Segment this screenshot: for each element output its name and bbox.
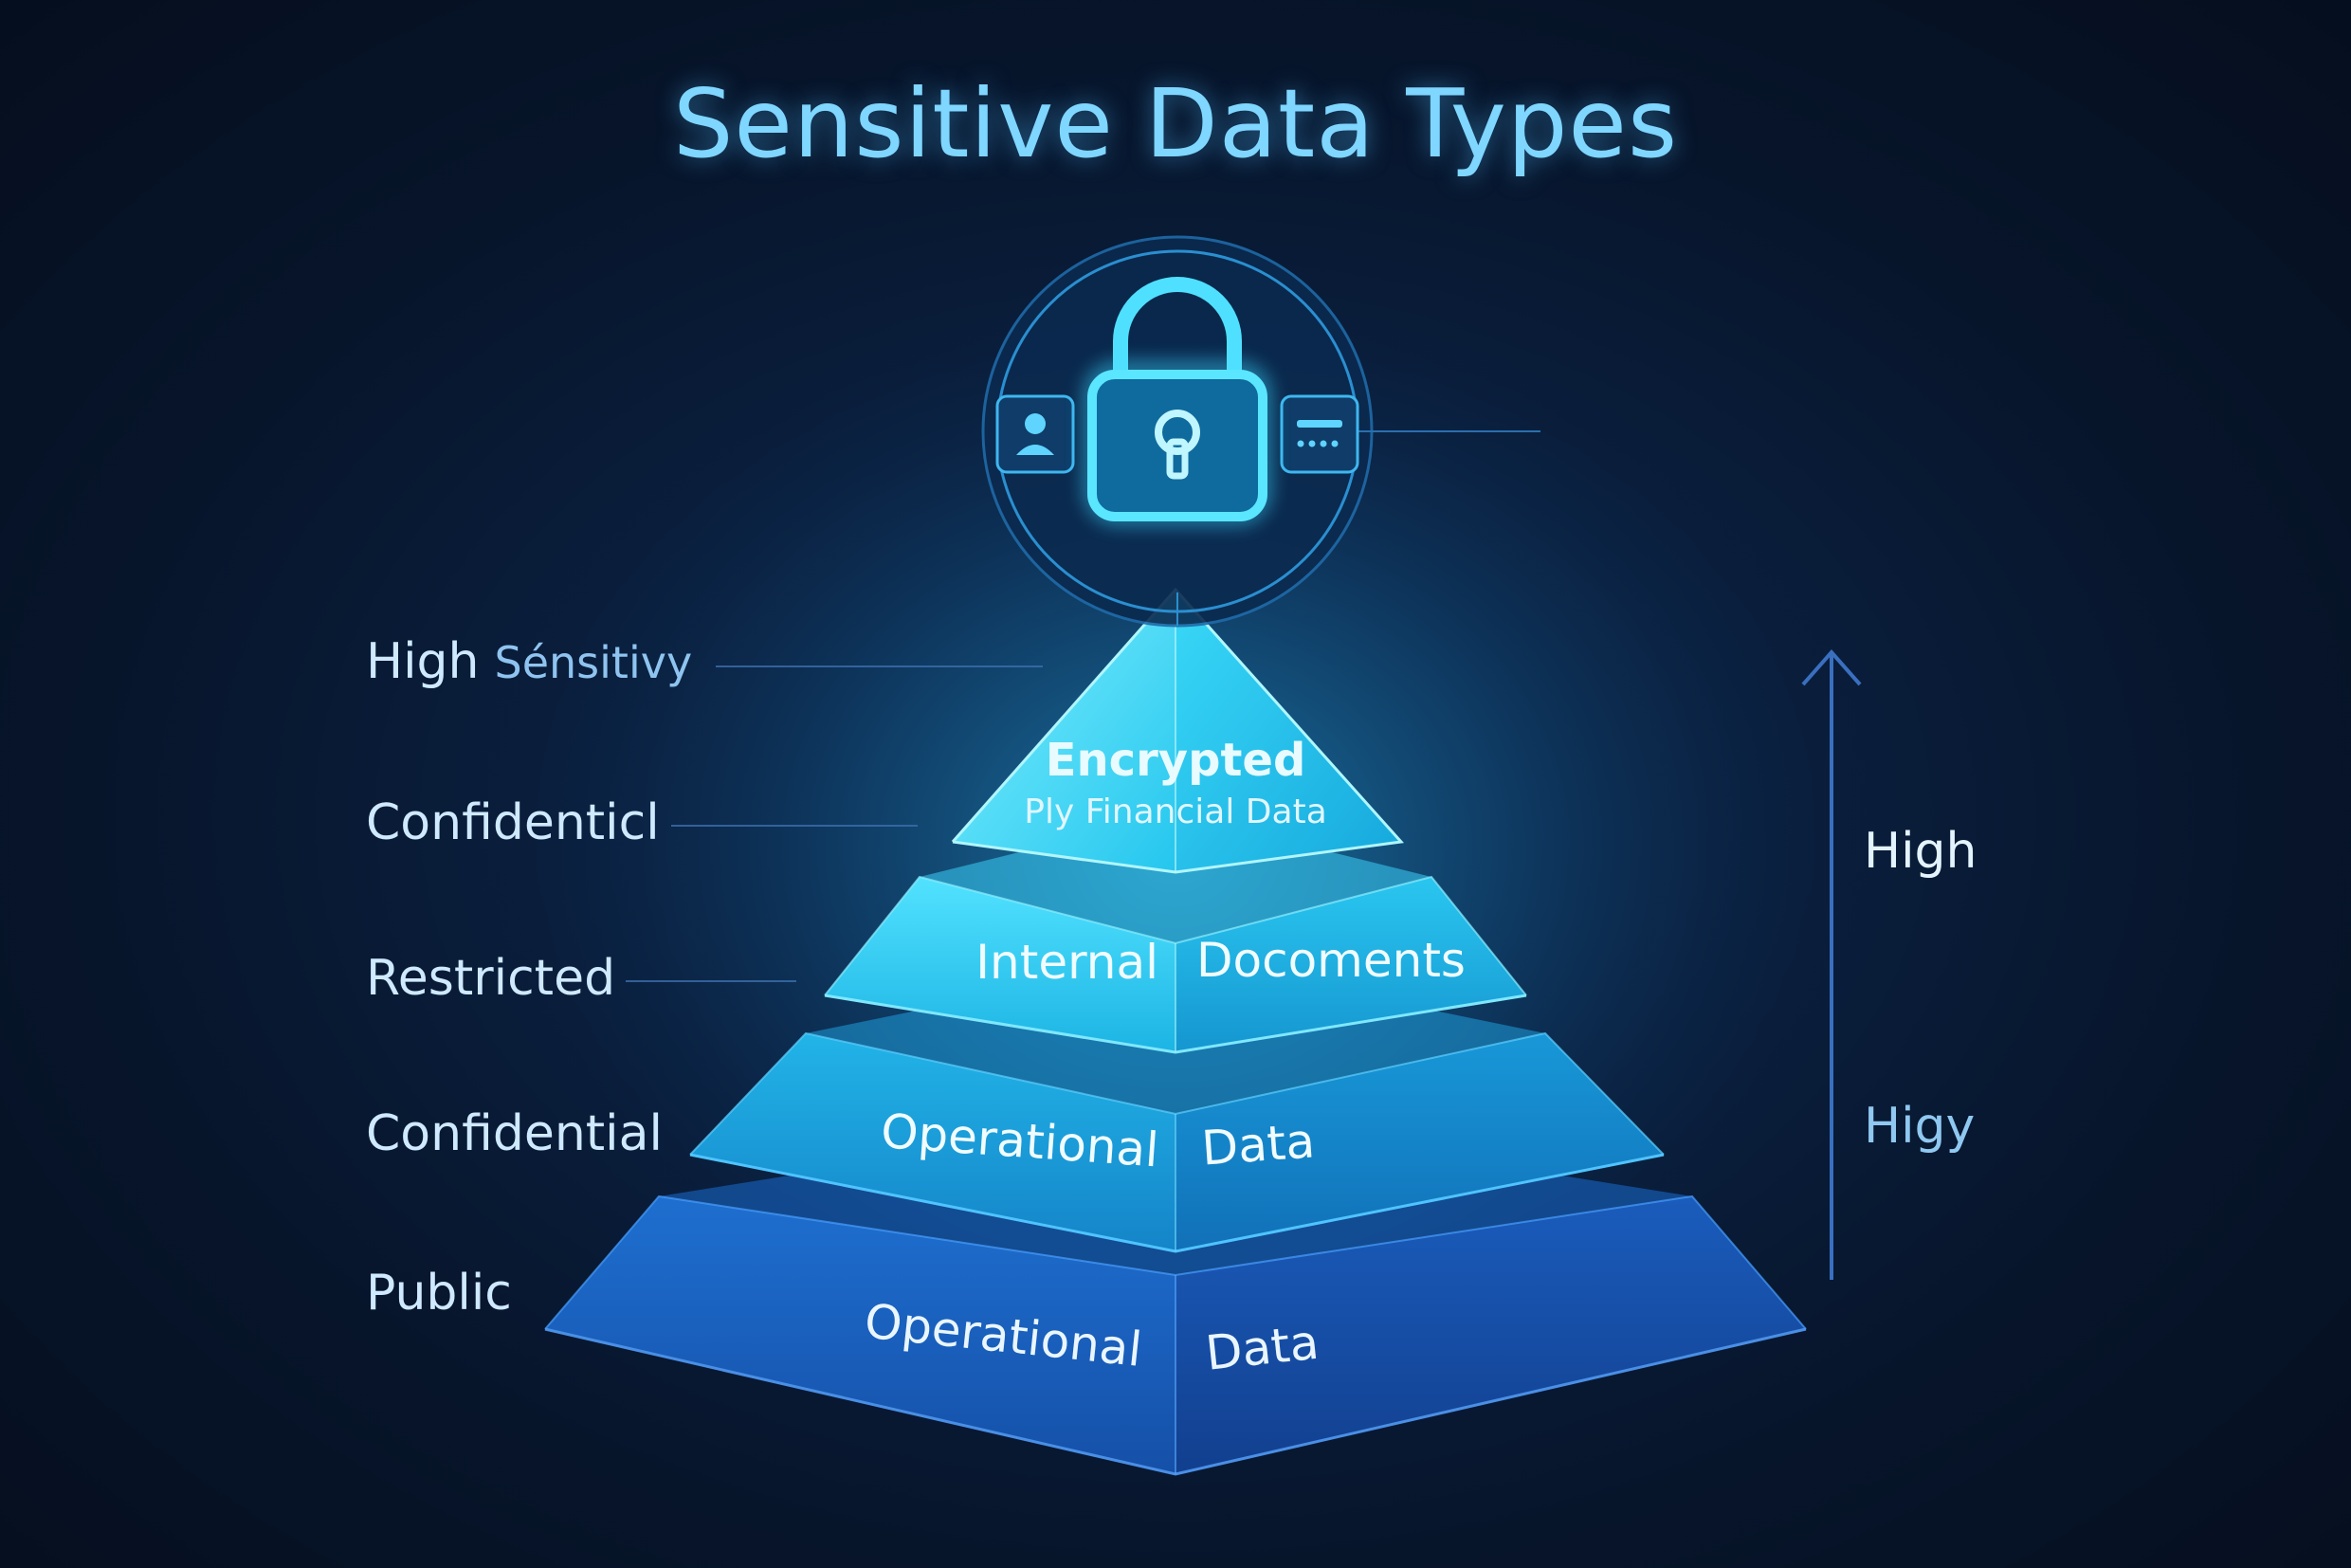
tier-2-left-text: Internal bbox=[975, 935, 1158, 990]
right-label-high: High bbox=[1864, 823, 1977, 880]
tier-3-right-text: Data bbox=[1200, 1113, 1317, 1176]
left-label-restricted: Restricted bbox=[366, 950, 616, 1007]
tier-1-subtitle: Ply Financial Data bbox=[1024, 793, 1327, 831]
pyramid-tier-4 bbox=[544, 1114, 1807, 1476]
left-label-high: High Sénsitivy bbox=[366, 633, 692, 690]
left-label-confidenticl: Confidenticl bbox=[366, 794, 660, 851]
left-label-high-sub: Sénsitivy bbox=[494, 637, 693, 688]
pyramid-tier-1 bbox=[951, 587, 1405, 874]
tier-2-right-text: Docoments bbox=[1196, 933, 1466, 988]
id-card-icon bbox=[1280, 394, 1359, 474]
lock-emblem bbox=[981, 235, 1540, 628]
page-title: Sensitive Data Types bbox=[672, 68, 1679, 179]
arrow-up-icon bbox=[1801, 648, 1862, 1280]
left-label-high-main: High bbox=[366, 633, 480, 690]
right-label-higy: Higy bbox=[1864, 1098, 1976, 1155]
left-label-confidential: Confidential bbox=[366, 1105, 663, 1162]
user-card-icon bbox=[995, 394, 1075, 474]
tier-4-right-text: Data bbox=[1203, 1315, 1321, 1381]
guide-lines bbox=[626, 665, 1043, 982]
tier-1-title: Encrypted bbox=[1046, 734, 1306, 787]
left-label-public: Public bbox=[366, 1265, 512, 1322]
lock-icon bbox=[1085, 277, 1269, 523]
